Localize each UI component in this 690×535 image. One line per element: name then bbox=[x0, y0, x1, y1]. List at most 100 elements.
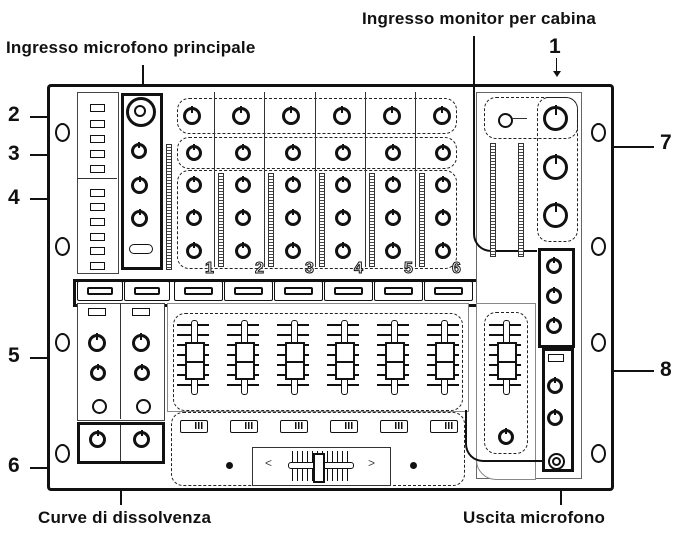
ch2-gain-knob[interactable] bbox=[235, 145, 251, 161]
ch6-trim-knob[interactable] bbox=[433, 107, 451, 125]
master-meter-left bbox=[166, 144, 172, 270]
balance-knob[interactable] bbox=[543, 203, 568, 228]
ch1-crossfader-assign[interactable] bbox=[180, 420, 208, 433]
master-level-knob[interactable] bbox=[543, 106, 568, 131]
ch4-number: 4 bbox=[354, 260, 364, 278]
ch3-fader[interactable] bbox=[277, 320, 309, 395]
cue-button-ch2[interactable] bbox=[224, 281, 273, 301]
ch5-trim-knob[interactable] bbox=[383, 107, 401, 125]
mount-hole-left-1 bbox=[55, 123, 70, 142]
ch4-crossfader-assign[interactable] bbox=[330, 420, 358, 433]
crossfader-left-arrow: < bbox=[265, 456, 273, 470]
mic-output-knob-1[interactable] bbox=[547, 378, 563, 394]
ch4-eq-hi-knob[interactable] bbox=[335, 177, 351, 193]
ch1-fader[interactable] bbox=[177, 320, 209, 395]
mic-on-off-switch[interactable] bbox=[129, 244, 153, 254]
ch2-number: 2 bbox=[255, 260, 265, 278]
ch5-crossfader-assign[interactable] bbox=[380, 420, 408, 433]
headphone-extra-knob[interactable] bbox=[546, 318, 562, 334]
ch2-eq-low-knob[interactable] bbox=[235, 243, 251, 259]
group-2-trim bbox=[177, 98, 457, 134]
headphone-level-knob[interactable] bbox=[546, 288, 562, 304]
indicator-5 bbox=[90, 165, 105, 173]
ch6-eq-mid-knob[interactable] bbox=[435, 210, 451, 226]
ch1-eq-mid-knob[interactable] bbox=[186, 210, 202, 226]
master-fader[interactable] bbox=[489, 320, 521, 395]
ch6-gain-knob[interactable] bbox=[435, 145, 451, 161]
indicator-9 bbox=[90, 233, 105, 241]
cue-button-mic-1[interactable] bbox=[77, 281, 123, 301]
mic-output-switch[interactable] bbox=[548, 354, 564, 362]
mic-output-knob-2[interactable] bbox=[547, 410, 563, 426]
ch6-fader[interactable] bbox=[427, 320, 459, 395]
ch4-fader[interactable] bbox=[327, 320, 359, 395]
callout-number-6: 6 bbox=[8, 454, 20, 477]
cue-button-ch6[interactable] bbox=[424, 281, 473, 301]
crossfader-right-arrow: > bbox=[368, 456, 376, 470]
ch2-trim-knob[interactable] bbox=[232, 107, 250, 125]
effect-level-knob-right[interactable] bbox=[134, 365, 150, 381]
ch2-eq-mid-knob[interactable] bbox=[235, 210, 251, 226]
ch5-gain-knob[interactable] bbox=[385, 145, 401, 161]
booth-monitor-knob[interactable] bbox=[543, 155, 568, 180]
ch6-eq-hi-knob[interactable] bbox=[435, 177, 451, 193]
arrow-1 bbox=[553, 58, 561, 78]
master-fader-knob[interactable] bbox=[498, 429, 514, 445]
ch6-number: 6 bbox=[452, 260, 462, 278]
ch4-eq-mid-knob[interactable] bbox=[335, 210, 351, 226]
ch6-crossfader-assign[interactable] bbox=[430, 420, 458, 433]
switch-icon-left[interactable] bbox=[88, 308, 106, 316]
ch1-eq-hi-knob[interactable] bbox=[186, 177, 202, 193]
ch2-eq-hi-knob[interactable] bbox=[235, 177, 251, 193]
ch2-crossfader-assign[interactable] bbox=[230, 420, 258, 433]
ch5-fader[interactable] bbox=[377, 320, 409, 395]
crossfader-curve-knob[interactable] bbox=[133, 431, 150, 448]
ch3-trim-knob[interactable] bbox=[282, 107, 300, 125]
callout-main-mic-input: Ingresso microfono principale bbox=[6, 38, 256, 57]
effect-select-knob-right[interactable] bbox=[132, 334, 150, 352]
leader-line-7 bbox=[578, 146, 654, 148]
ch3-eq-mid-knob[interactable] bbox=[285, 210, 301, 226]
ch1-trim-knob[interactable] bbox=[183, 107, 201, 125]
ch5-eq-hi-knob[interactable] bbox=[385, 177, 401, 193]
ch3-meter bbox=[319, 173, 325, 267]
mic-eq-high-knob[interactable] bbox=[131, 177, 148, 194]
ch4-eq-low-knob[interactable] bbox=[335, 243, 351, 259]
effect-select-knob-left[interactable] bbox=[88, 334, 106, 352]
ch5-eq-low-knob[interactable] bbox=[385, 243, 401, 259]
mic-level-knob[interactable] bbox=[131, 143, 147, 159]
channel-fader-curve-knob[interactable] bbox=[89, 431, 106, 448]
ch3-eq-low-knob[interactable] bbox=[285, 243, 301, 259]
ch1-gain-knob[interactable] bbox=[186, 145, 202, 161]
ch1-eq-low-knob[interactable] bbox=[186, 243, 202, 259]
indicator-8 bbox=[90, 218, 105, 226]
ch4-gain-knob[interactable] bbox=[335, 145, 351, 161]
callout-fader-curves: Curve di dissolvenza bbox=[38, 508, 212, 527]
cue-button-ch1[interactable] bbox=[174, 281, 223, 301]
callout-number-8: 8 bbox=[660, 358, 672, 381]
mic-eq-low-knob[interactable] bbox=[131, 210, 148, 227]
fader-section-bg bbox=[167, 303, 469, 412]
cue-button-mic-2[interactable] bbox=[124, 281, 170, 301]
ch3-eq-hi-knob[interactable] bbox=[285, 177, 301, 193]
callout-mic-output: Uscita microfono bbox=[463, 508, 606, 527]
mount-hole-right-1 bbox=[591, 123, 606, 142]
booth-monitor-outline bbox=[473, 84, 537, 252]
switch-icon-right[interactable] bbox=[132, 308, 150, 316]
cue-button-ch3[interactable] bbox=[274, 281, 323, 301]
ch6-eq-low-knob[interactable] bbox=[435, 243, 451, 259]
ch5-eq-mid-knob[interactable] bbox=[385, 210, 401, 226]
ch4-trim-knob[interactable] bbox=[333, 107, 351, 125]
crossfader-dot-right bbox=[410, 462, 417, 469]
cue-button-ch4[interactable] bbox=[324, 281, 373, 301]
mic-output-outline bbox=[465, 410, 545, 462]
cue-button-ch5[interactable] bbox=[374, 281, 423, 301]
ch3-crossfader-assign[interactable] bbox=[280, 420, 308, 433]
crossfader-knob[interactable] bbox=[313, 453, 325, 483]
mic-input-jack-inner bbox=[134, 105, 146, 117]
effect-level-knob-left[interactable] bbox=[90, 365, 106, 381]
ch3-gain-knob[interactable] bbox=[285, 145, 301, 161]
ch2-fader[interactable] bbox=[227, 320, 259, 395]
indicator-4 bbox=[90, 150, 105, 158]
headphone-mix-knob[interactable] bbox=[546, 258, 562, 274]
